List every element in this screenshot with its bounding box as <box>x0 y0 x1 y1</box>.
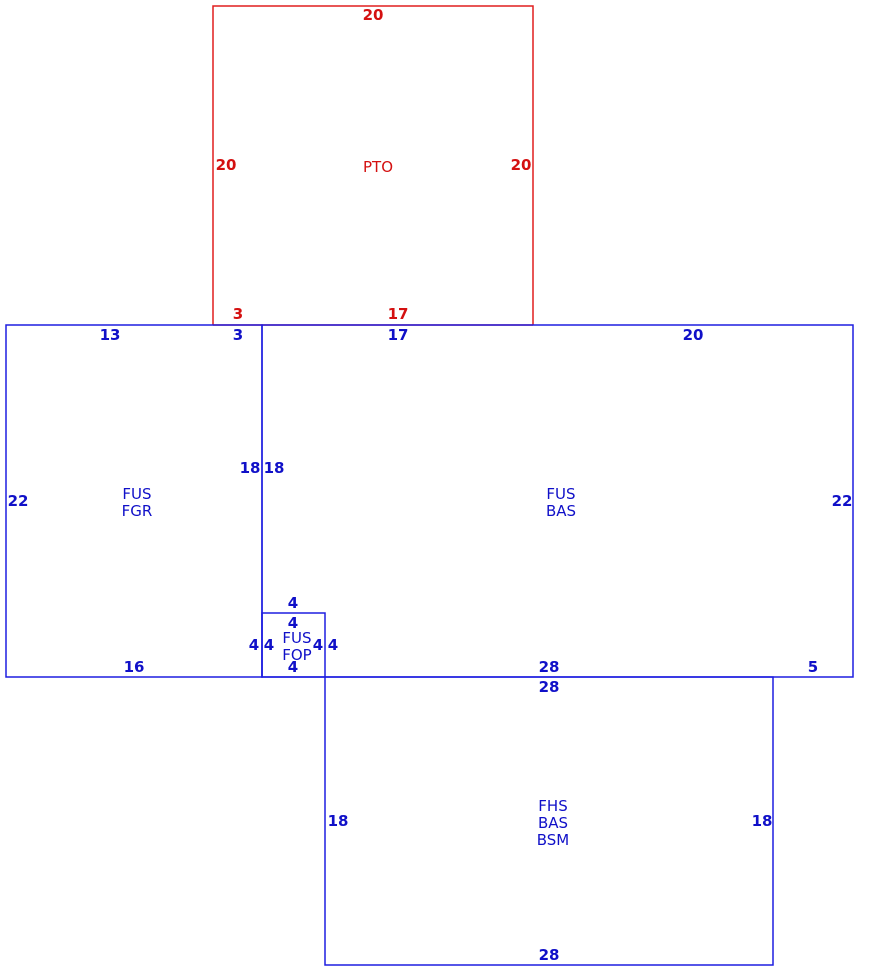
garage-top-dimension: 13 <box>100 326 121 344</box>
garage-top-right-dimension: 3 <box>233 326 243 344</box>
main-right-dimension: 22 <box>832 492 853 510</box>
main-code-2: BAS <box>546 502 576 520</box>
garage-code-2: FGR <box>122 502 153 520</box>
patio-top-dimension: 20 <box>363 6 384 24</box>
porch-code-1: FUS <box>282 629 311 647</box>
garage-right-dimension: 18 <box>240 459 261 477</box>
main-left-dimension: 18 <box>264 459 285 477</box>
main-code-1: FUS <box>546 485 575 503</box>
basement-code-2: BAS <box>538 814 568 832</box>
patio-right-dimension: 20 <box>511 156 532 174</box>
basement-bottom-dimension: 28 <box>539 946 560 964</box>
porch-right-inner-dimension: 4 <box>313 636 323 654</box>
main-bottom-right-dimension: 5 <box>808 658 818 676</box>
basement-right-dimension: 18 <box>752 812 773 830</box>
porch-left-inner-dimension: 4 <box>264 636 274 654</box>
patio-outline <box>212 5 534 325</box>
basement-code-1: FHS <box>538 797 567 815</box>
patio-bottom-right-dimension: 17 <box>388 305 409 323</box>
basement-left-dimension: 18 <box>328 812 349 830</box>
main-top-right-dimension: 20 <box>683 326 704 344</box>
basement-outline <box>324 676 774 966</box>
garage-left-dimension: 22 <box>8 492 29 510</box>
porch-left-outer-dimension: 4 <box>249 636 259 654</box>
porch-top-inner-dimension: 4 <box>288 614 298 632</box>
patio-left-dimension: 20 <box>216 156 237 174</box>
porch-code-2: FOP <box>282 646 311 664</box>
main-top-left-dimension: 17 <box>388 326 409 344</box>
porch-right-outer-dimension: 4 <box>328 636 338 654</box>
porch-outline <box>261 612 326 678</box>
porch-bottom-dimension: 4 <box>288 658 298 676</box>
basement-code-3: BSM <box>537 831 570 849</box>
garage-bottom-dimension: 16 <box>124 658 145 676</box>
basement-top-dimension: 28 <box>539 678 560 696</box>
porch-top-outer-dimension: 4 <box>288 594 298 612</box>
main-bottom-dimension: 28 <box>539 658 560 676</box>
patio-bottom-left-dimension: 3 <box>233 305 243 323</box>
garage-code-1: FUS <box>122 485 151 503</box>
patio-code: PTO <box>363 158 393 176</box>
